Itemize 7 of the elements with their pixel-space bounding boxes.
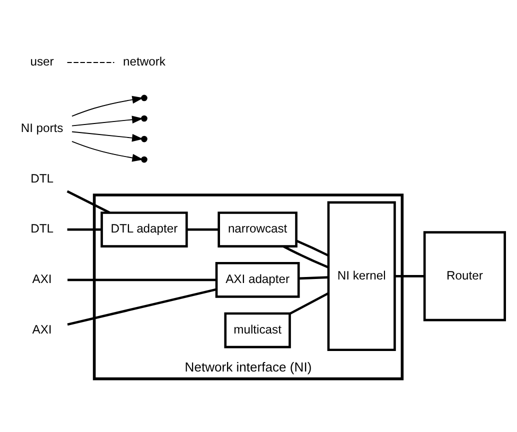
node-text: NI ports	[20, 120, 64, 135]
node-text: DTL	[30, 222, 54, 236]
label: network	[123, 54, 166, 69]
node-text: DTL	[30, 171, 54, 186]
node-text: AXI	[32, 322, 52, 336]
label: user	[30, 54, 54, 69]
node-text: AXI	[32, 272, 52, 286]
